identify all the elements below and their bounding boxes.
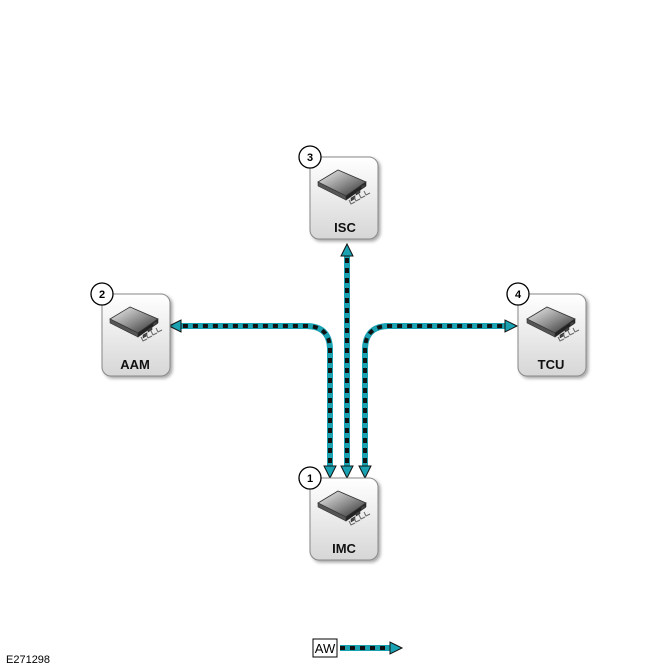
module-label-isc: ISC: [334, 220, 356, 235]
badge-number-imc: 1: [307, 473, 313, 485]
badge-imc: 1: [298, 466, 322, 490]
badge-number-aam: 2: [99, 289, 105, 301]
badge-number-tcu: 4: [515, 289, 522, 301]
badge-number-isc: 3: [307, 152, 313, 164]
legend-wire-sample: [340, 641, 404, 655]
wire-imc-isc: [340, 242, 354, 480]
badge-aam: 2: [90, 282, 114, 306]
wire-imc-tcu: [358, 319, 519, 480]
wire-imc-aam: [167, 319, 337, 480]
module-label-tcu: TCU: [538, 357, 565, 372]
module-label-imc: IMC: [332, 541, 356, 556]
legend-label: AW: [315, 641, 336, 656]
legend: AW: [312, 638, 404, 658]
module-imc: IMC 1: [298, 466, 379, 561]
module-tcu: TCU 4: [506, 282, 587, 377]
module-isc: ISC 3: [298, 145, 379, 240]
module-label-aam: AAM: [120, 357, 150, 372]
figure-id: E271298: [6, 654, 51, 666]
badge-isc: 3: [298, 145, 322, 169]
badge-tcu: 4: [506, 282, 530, 306]
module-aam: AAM 2: [90, 282, 171, 377]
